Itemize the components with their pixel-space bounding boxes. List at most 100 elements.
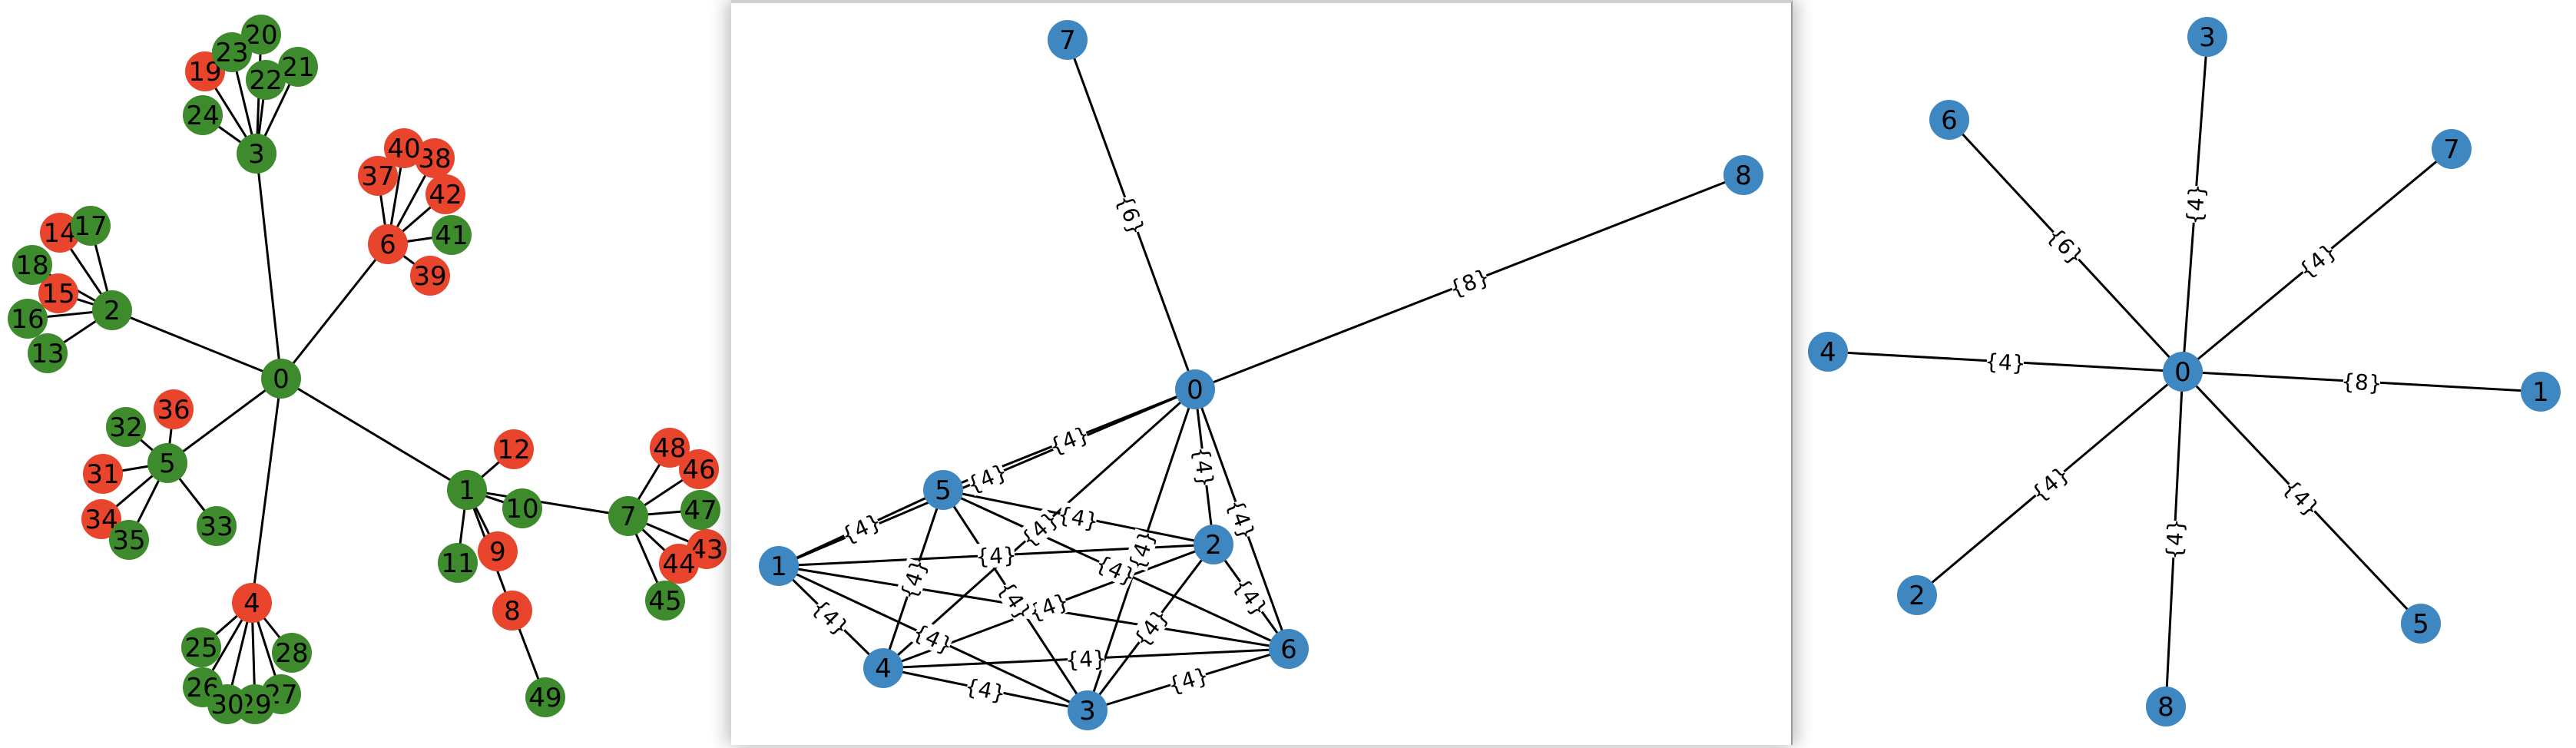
left-node-8-circle (492, 591, 532, 631)
left-node-16: 16 (8, 299, 48, 339)
left-node-44: 44 (659, 544, 699, 584)
left-node-22-label: 22 (249, 65, 282, 96)
mid-edge-label-bg-1-2 (977, 541, 1015, 569)
left-node-3-circle (237, 134, 276, 174)
mid-edge-label-bg-3-4 (965, 673, 1006, 706)
right-edge-label-text-0-4: {4} (1984, 349, 2026, 376)
left-node-1-circle (447, 470, 487, 510)
left-node-17-label: 17 (74, 211, 107, 242)
left-node-19: 19 (185, 51, 225, 91)
left-node-33-label: 33 (200, 511, 233, 542)
mid-node-4: 4 (863, 648, 903, 688)
mid-edge-label-0-8: {8} (1445, 263, 1493, 302)
mid-edge-label-1-2: {4} (975, 541, 1018, 570)
left-node-12: 12 (494, 429, 534, 469)
left-node-25-circle (181, 627, 221, 667)
left-node-12-circle (494, 429, 534, 469)
left-node-23-circle (212, 32, 252, 72)
mid-node-6: 6 (1269, 629, 1309, 669)
left-node-0-label: 0 (273, 364, 290, 395)
left-node-48-circle (650, 428, 690, 468)
mid-edge-label-bg-0-2 (1190, 447, 1219, 487)
left-node-28-circle (272, 633, 312, 673)
right-node-4-label: 4 (1819, 337, 1836, 368)
mid-node-5-circle (923, 470, 963, 510)
left-edge-1-7 (466, 488, 629, 518)
right-edge-label-0-8: {4} (2160, 518, 2189, 561)
left-node-13-circle (28, 333, 68, 373)
mid-edge-label-0-6: {4} (1222, 496, 1260, 543)
mid-node-7-label: 7 (1059, 25, 1076, 56)
left-node-45-circle (645, 581, 685, 621)
left-edge-0-1 (280, 377, 468, 491)
left-node-10: 10 (502, 488, 542, 528)
left-node-17-circle (71, 206, 111, 246)
left-node-5-circle (147, 443, 187, 483)
left-node-37-circle (358, 156, 398, 196)
mid-edge-label-text-0-2: {4} (1188, 445, 1218, 489)
left-node-49-circle (525, 677, 565, 717)
left-node-33-circle (197, 506, 237, 546)
right-node-8: 8 (2146, 687, 2186, 726)
right-node-5: 5 (2401, 604, 2441, 644)
left-node-16-circle (8, 299, 48, 339)
mid-edge-label-bg-1-3 (911, 619, 955, 657)
left-node-21: 21 (278, 47, 318, 87)
right-edge-label-text-0-8: {4} (2161, 518, 2189, 561)
left-node-6-circle (368, 224, 408, 264)
left-node-7-circle (608, 496, 648, 536)
middle-graph-panel: {6}{8}{4}{4}{4}{4}{4}{4}{4}{4}{4}{4}{4}{… (731, 0, 1793, 745)
mid-edge-label-bg-0-8 (1447, 263, 1492, 301)
mid-edge-label-bg-3-5 (995, 578, 1036, 623)
left-node-24-label: 24 (186, 101, 219, 131)
mid-node-5: 5 (923, 470, 963, 510)
left-node-48: 48 (650, 428, 690, 468)
left-node-32: 32 (106, 407, 146, 447)
left-node-15-circle (38, 273, 78, 313)
left-node-9-circle (478, 531, 518, 571)
left-node-0-circle (261, 359, 301, 399)
left-node-0: 0 (261, 359, 301, 399)
left-edge-0-4 (250, 378, 283, 604)
left-node-22-circle (246, 60, 286, 100)
left-node-35: 35 (109, 520, 149, 560)
mid-node-3-label: 3 (1079, 696, 1096, 726)
right-edge-label-bg-0-2 (2028, 462, 2072, 505)
left-node-37: 37 (358, 156, 398, 196)
mid-edge-label-1-5: {4} (837, 508, 885, 548)
mid-node-4-label: 4 (875, 654, 892, 684)
mid-node-8-label: 8 (1735, 161, 1752, 191)
left-node-41-circle (432, 215, 472, 255)
mid-edge-label-bg-0-6 (1223, 497, 1260, 541)
left-node-31: 31 (83, 454, 123, 494)
mid-node-1: 1 (759, 546, 799, 586)
right-node-2-circle (1897, 575, 1937, 615)
mid-edge-label-0-7: {6} (1111, 191, 1149, 239)
left-edge-0-3 (255, 153, 283, 379)
right-node-0-label: 0 (2174, 357, 2191, 388)
left-node-21-circle (278, 47, 318, 87)
left-node-29-circle (235, 684, 275, 724)
left-node-30: 30 (207, 684, 247, 724)
mid-edge-label-text-1-2: {4} (975, 542, 1018, 570)
left-node-17: 17 (71, 206, 111, 246)
left-node-2: 2 (92, 290, 132, 330)
mid-edge-label-0-2: {4} (1188, 445, 1219, 489)
mid-node-1-circle (759, 546, 799, 586)
left-node-18: 18 (12, 245, 52, 285)
mid-edge-label-bg-2-4 (1026, 588, 1071, 624)
right-edge-label-text-0-1: {8} (2340, 369, 2382, 396)
mid-edge-label-bg-2-6 (1230, 574, 1273, 619)
right-edge-label-bg-0-1 (2343, 368, 2381, 396)
right-node-1-circle (2521, 372, 2561, 412)
mid-edge-label-bg-5-6 (1094, 550, 1138, 589)
left-node-36-circle (154, 389, 194, 429)
right-edge-label-bg-0-3 (2181, 184, 2209, 224)
mid-edge-label-bg-1-4 (809, 595, 853, 639)
left-node-4-circle (232, 583, 272, 623)
left-node-28-label: 28 (275, 638, 308, 669)
mid-edge-label-bg-0-4 (1017, 507, 1061, 551)
mid-edge-label-text-1-5: {4} (837, 508, 885, 548)
